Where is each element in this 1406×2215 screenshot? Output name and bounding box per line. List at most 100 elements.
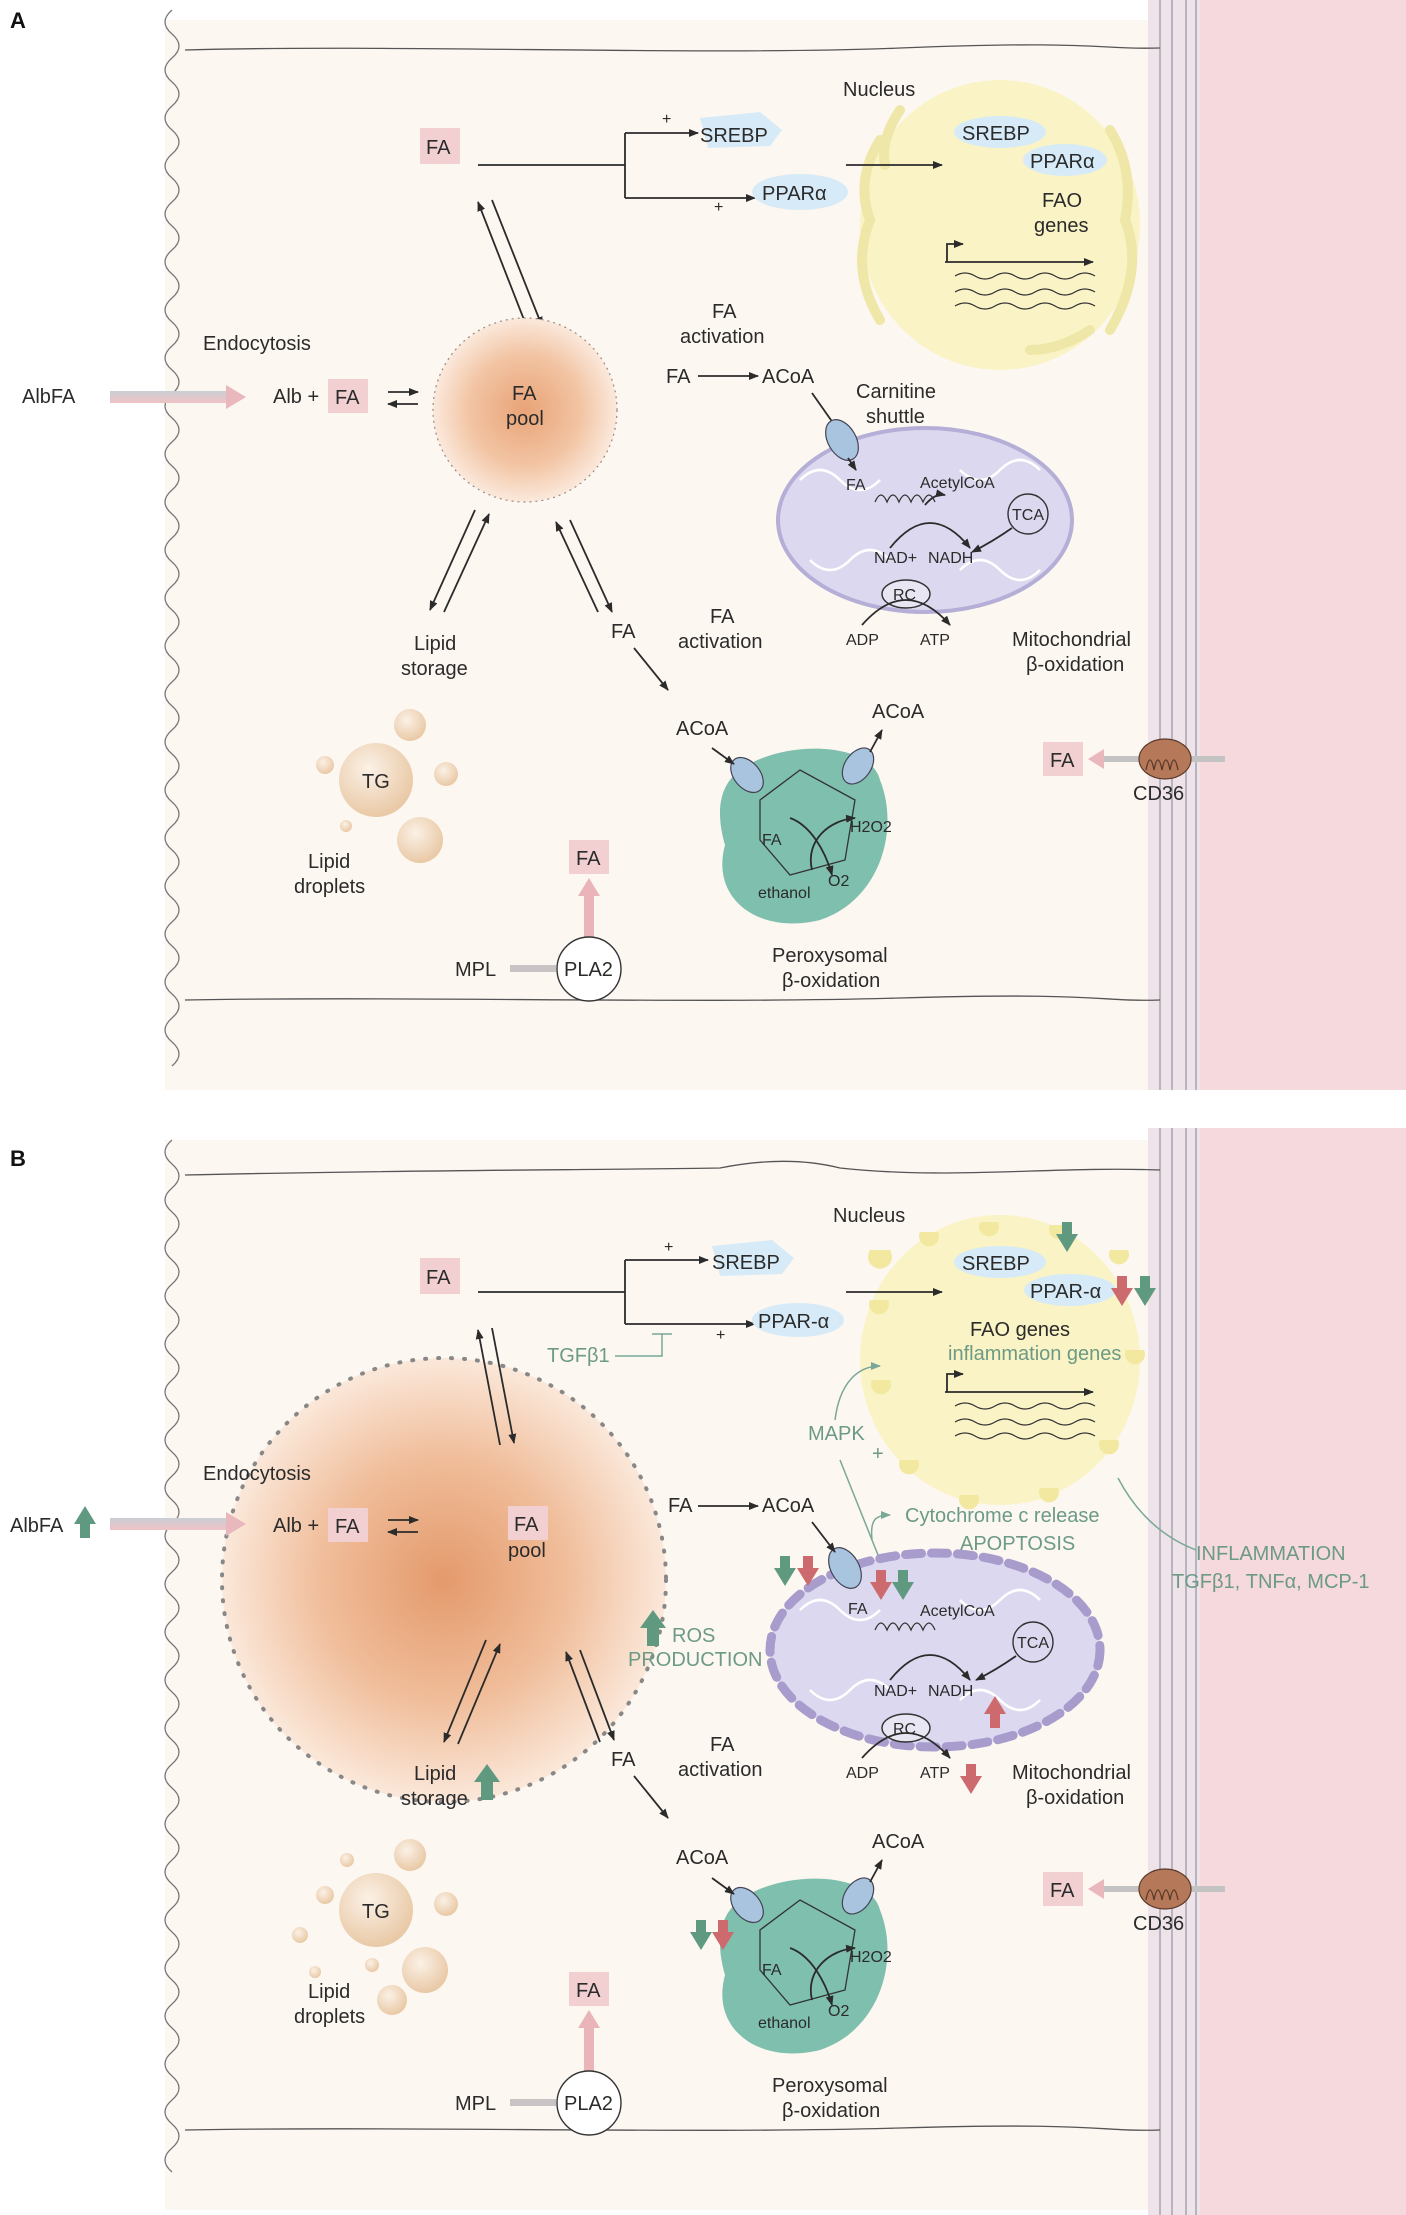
- albfa-arrow-head: [226, 385, 246, 409]
- nucleus-label: Nucleus: [833, 1205, 905, 1227]
- ethanol-label: ethanol: [758, 885, 811, 902]
- cell-membrane-right: [1159, 1128, 1197, 2215]
- beta-oxidation-arrow: [924, 489, 946, 506]
- fa-label: FA: [335, 1516, 360, 1538]
- albfa-arrow-shaft: [110, 391, 230, 403]
- cd36-transporter: [1138, 738, 1192, 780]
- nuclear-srebp-shape: [954, 1246, 1046, 1278]
- mpl-arrow: [510, 965, 556, 972]
- alb-plus-label: Alb +: [273, 1515, 319, 1537]
- acoa-to-peroxisome-arrow: [711, 747, 735, 765]
- ppar-label: PPARα: [762, 183, 827, 205]
- extracellular-space: [1200, 1128, 1406, 2215]
- panel-a: A Nucleus FA + + SREBP PPARα SREBP PPARα…: [10, 0, 1406, 1090]
- lipid-storage-label: Lipid: [414, 1763, 456, 1785]
- lipid-droplet: [434, 762, 458, 786]
- decrease-arrow: [892, 1570, 914, 1600]
- membrane-band: [1148, 0, 1200, 1090]
- cytochrome-release-label: Cytochrome c release: [905, 1505, 1100, 1527]
- nadh-label: NADH: [928, 1683, 973, 1700]
- nad-label: NAD+: [874, 1683, 917, 1700]
- fa-label: FA: [611, 1749, 636, 1771]
- plus-sign: +: [664, 1239, 673, 1256]
- nuclear-srebp-shape: [954, 116, 1046, 148]
- lipid-storage-label: storage: [401, 658, 468, 680]
- albfa-label: AlbFA: [22, 386, 76, 408]
- cd36-arrow-head: [1088, 1879, 1104, 1899]
- microvilli-border: [164, 1139, 180, 2173]
- mapk-plus: +: [872, 1443, 884, 1465]
- tg-label: TG: [362, 771, 390, 793]
- cytochrome-release-arrow: [870, 1511, 891, 1541]
- fa-label: FA: [426, 137, 451, 159]
- fao-genes-label: FAO genes: [970, 1319, 1070, 1341]
- fa-chain-coil: [874, 1622, 936, 1632]
- tca-cycle: [1007, 493, 1049, 535]
- peroxisomal-beta-oxidation-label: β-oxidation: [782, 2100, 880, 2122]
- pool-to-storage-arrow: [443, 1639, 487, 1743]
- cell-membrane-top: [184, 44, 1161, 52]
- peroxisome-transporter: [841, 1877, 875, 1915]
- fa-to-pool-arrow: [565, 1651, 601, 1743]
- mitochondrial-cristae: [799, 458, 1041, 582]
- peroxisome-reaction-arrow: [789, 817, 834, 876]
- fa-signal-line: [478, 1260, 626, 1324]
- carnitine-shuttle-label: shuttle: [866, 406, 925, 428]
- decrease-arrow: [712, 1920, 734, 1950]
- plus-sign: +: [716, 1327, 725, 1344]
- fa-pool: [432, 317, 618, 503]
- fa-box: [569, 1972, 609, 2006]
- h2o2-label: H2O2: [850, 1949, 892, 1966]
- acoa-label: ACoA: [676, 718, 729, 740]
- mapk-to-nucleus-arrow: [834, 1362, 881, 1421]
- tca-label: TCA: [1017, 1635, 1049, 1652]
- acetylcoa-label: AcetylCoA: [920, 1603, 995, 1620]
- storage-to-pool-arrow: [457, 1643, 501, 1745]
- fa-pool-label: pool: [508, 1540, 546, 1562]
- lipid-droplet: [292, 1927, 308, 1943]
- fa-label: FA: [335, 387, 360, 409]
- fa-pool-exchange-arrow: [475, 1329, 501, 1446]
- fa-to-acoa-arrow: [633, 1775, 669, 1819]
- nucleus-to-inflammation-line: [1117, 1477, 1197, 1551]
- tca-label: TCA: [1012, 507, 1044, 524]
- adp-label: ADP: [846, 1765, 879, 1782]
- lipid-droplet: [397, 817, 443, 863]
- albfa-label: AlbFA: [10, 1515, 64, 1537]
- increase-arrow: [640, 1610, 666, 1646]
- fa-box: [1043, 1872, 1083, 1906]
- decrease-arrow: [797, 1556, 819, 1586]
- fa-label: FA: [1050, 1880, 1075, 1902]
- srebp-label: SREBP: [700, 125, 768, 147]
- nuclear-ppar-shape: [1024, 1274, 1116, 1306]
- adp-atp-arrow: [861, 599, 951, 626]
- increase-arrow: [984, 1696, 1006, 1728]
- fa-chain-coil: [874, 494, 936, 504]
- lipid-droplet: [339, 743, 413, 817]
- cd36-label: CD36: [1133, 783, 1184, 805]
- peroxisomal-beta-oxidation-label: Peroxysomal: [772, 2075, 888, 2097]
- cd36-arrow-head: [1088, 749, 1104, 769]
- panel-letter: B: [10, 1146, 26, 1171]
- lipid-storage-label: storage: [401, 1788, 468, 1810]
- fa-pool-label: FA: [514, 1514, 539, 1536]
- decrease-arrow: [870, 1570, 892, 1600]
- transporter-to-fa-arrow: [847, 457, 857, 471]
- nuclear-ppar-label: PPAR-α: [1030, 1281, 1101, 1303]
- fa-activation-label: activation: [678, 1759, 763, 1781]
- gene-promoter-arrow: [946, 1370, 964, 1392]
- pool-to-storage-arrow: [429, 509, 476, 611]
- srebp-shape: [700, 112, 782, 148]
- pool-to-fa-arrow: [569, 519, 613, 613]
- pla2-up-arrow: [584, 894, 594, 944]
- lipid-droplet: [340, 1853, 354, 1867]
- endocytosis-label: Endocytosis: [203, 333, 311, 355]
- ppar-label: PPAR-α: [758, 1311, 829, 1333]
- lipid-droplet: [434, 1892, 458, 1916]
- srebp-shape: [712, 1240, 794, 1276]
- lipid-droplet: [339, 1873, 413, 1947]
- acoa-label: ACoA: [762, 366, 815, 388]
- nad-to-nadh-arrow: [889, 522, 971, 549]
- peroxisome: [720, 748, 888, 924]
- fa-box: [328, 1508, 368, 1542]
